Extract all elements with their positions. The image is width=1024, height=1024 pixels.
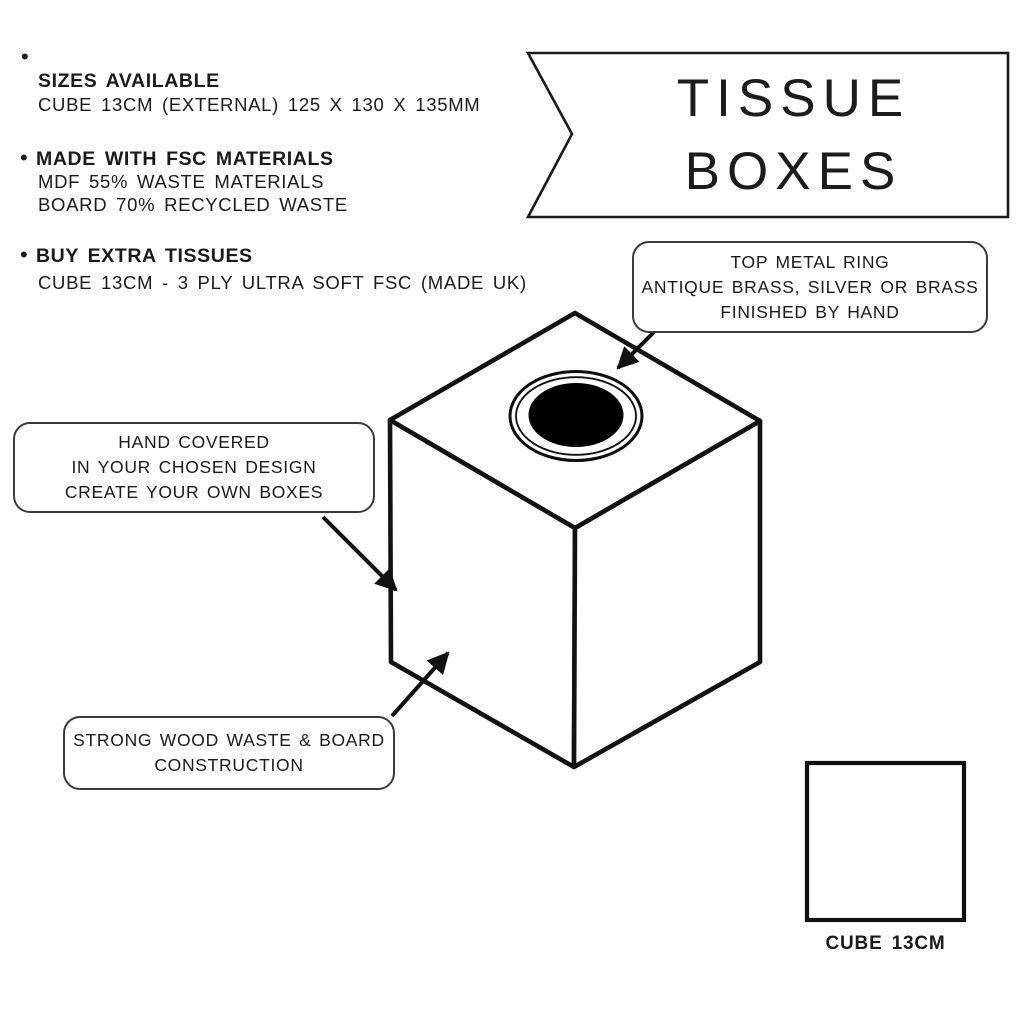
banner-title-line1: TISSUE — [676, 69, 911, 128]
info-line-mdf: MDF 55% WASTE MATERIALS — [38, 171, 325, 192]
callout-line: CONSTRUCTION — [154, 755, 304, 775]
size-key-square — [804, 760, 967, 923]
banner-title-line2: BOXES — [684, 142, 903, 201]
callout-hand-covered: HAND COVERED IN YOUR CHOSEN DESIGN CREAT… — [13, 422, 375, 513]
callout-line: IN YOUR CHOSEN DESIGN — [71, 457, 317, 477]
banner-title: TISSUE BOXES — [572, 56, 1008, 214]
callout-line: ANTIQUE BRASS, SILVER OR BRASS — [641, 276, 979, 297]
info-item-sizes: SIZES AVAILABLE — [38, 70, 220, 93]
info-item-materials: • MADE WITH FSC MATERIALS — [20, 145, 334, 171]
callout-line: FINISHED BY HAND — [720, 301, 900, 322]
info-item-tissues: • BUY EXTRA TISSUES — [20, 242, 253, 268]
callout-construction: STRONG WOOD WASTE & BOARD CONSTRUCTION — [63, 716, 395, 790]
size-key-label: CUBE 13CM — [825, 933, 946, 954]
arrow-to-side-panel — [321, 515, 398, 592]
list-bullet: • — [20, 145, 28, 170]
info-heading-tissues: BUY EXTRA TISSUES — [36, 245, 253, 267]
info-line-sizes-detail: CUBE 13CM (EXTERNAL) 125 X 130 X 135MM — [38, 94, 481, 115]
list-bullet: • — [21, 44, 29, 69]
callout-line: CREATE YOUR OWN BOXES — [64, 482, 324, 502]
callout-line: STRONG WOOD WASTE & BOARD — [73, 730, 385, 750]
info-line-board: BOARD 70% RECYCLED WASTE — [38, 194, 348, 215]
info-heading-materials: MADE WITH FSC MATERIALS — [36, 148, 334, 170]
info-line-tissues-detail: CUBE 13CM - 3 PLY ULTRA SOFT FSC (MADE U… — [38, 272, 527, 293]
callout-line: HAND COVERED — [118, 432, 270, 452]
list-bullet: • — [20, 242, 28, 267]
arrow-to-front-panel — [390, 651, 450, 718]
arrow-to-metal-ring — [616, 330, 656, 370]
info-heading-sizes: SIZES AVAILABLE — [38, 70, 220, 92]
callout-line: TOP METAL RING — [730, 251, 890, 272]
tissue-hole-opening — [528, 383, 624, 447]
callout-top-metal-ring: TOP METAL RING ANTIQUE BRASS, SILVER OR … — [632, 241, 988, 333]
banner-ribbon-shape — [525, 51, 1010, 219]
